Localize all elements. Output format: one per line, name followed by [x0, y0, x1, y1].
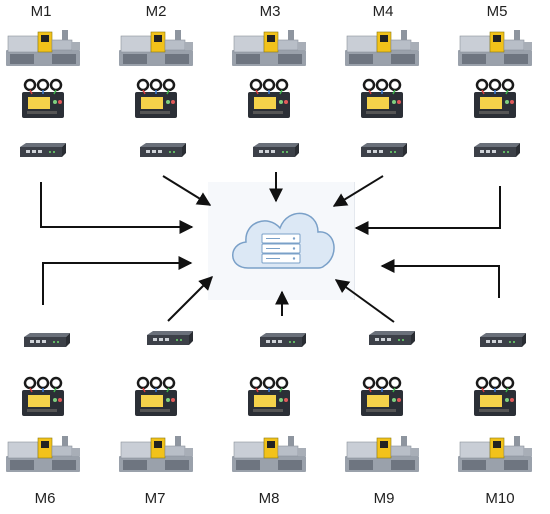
injection-molding-machine-icon [344, 435, 420, 473]
machine-label-m9: M9 [373, 490, 395, 507]
power-meter-icon [359, 376, 405, 418]
arrow-m9 [334, 279, 395, 323]
network-gateway-icon [140, 143, 186, 157]
injection-molding-machine-icon [457, 29, 533, 67]
network-gateway-icon [253, 143, 299, 157]
injection-molding-machine-icon [118, 29, 194, 67]
arrow-m4 [332, 175, 384, 207]
arrow-m5 [354, 186, 501, 235]
node-m4 [344, 29, 420, 157]
power-meter-icon [246, 78, 292, 120]
arrow-m1 [40, 182, 194, 234]
injection-molding-machine-icon [5, 29, 81, 67]
node-m6 [5, 333, 81, 473]
network-gateway-icon [147, 331, 193, 345]
power-meter-icon [20, 376, 66, 418]
arrow-m10 [380, 259, 500, 298]
injection-molding-machine-icon [5, 435, 81, 473]
node-m8 [231, 333, 307, 473]
power-meter-icon [359, 78, 405, 120]
node-m2 [118, 29, 194, 157]
node-m3 [231, 29, 307, 157]
machine-label-m2: M2 [145, 3, 167, 20]
power-meter-icon [472, 376, 518, 418]
machine-label-m5: M5 [486, 3, 508, 20]
arrow-m6 [42, 256, 193, 305]
injection-molding-machine-icon [231, 29, 307, 67]
connections [40, 172, 501, 323]
injection-molding-machine-icon [457, 435, 533, 473]
machine-label-m1: M1 [30, 3, 52, 20]
network-gateway-icon [480, 333, 526, 347]
cloud-server-icon [232, 212, 335, 269]
injection-molding-machine-icon [118, 435, 194, 473]
power-meter-icon [20, 78, 66, 120]
power-meter-icon [133, 376, 179, 418]
node-m10 [457, 333, 533, 473]
machine-label-m7: M7 [144, 490, 166, 507]
power-meter-icon [133, 78, 179, 120]
machine-label-m4: M4 [372, 3, 394, 20]
machine-label-m3: M3 [259, 3, 281, 20]
arrow-m2 [162, 175, 212, 206]
injection-molding-machine-icon [231, 435, 307, 473]
arrow-m7 [167, 276, 213, 322]
node-m7 [118, 331, 194, 473]
machine-label-m8: M8 [258, 490, 280, 507]
power-meter-icon [246, 376, 292, 418]
network-gateway-icon [474, 143, 520, 157]
node-m1 [5, 29, 81, 157]
power-meter-icon [472, 78, 518, 120]
machine-label-m6: M6 [34, 490, 56, 507]
node-m5 [457, 29, 533, 157]
network-gateway-icon [24, 333, 70, 347]
machine-label-m10: M10 [485, 490, 515, 507]
injection-molding-machine-icon [344, 29, 420, 67]
network-gateway-icon [369, 331, 415, 345]
network-gateway-icon [361, 143, 407, 157]
node-m9 [344, 331, 420, 473]
network-gateway-icon [20, 143, 66, 157]
network-gateway-icon [260, 333, 306, 347]
